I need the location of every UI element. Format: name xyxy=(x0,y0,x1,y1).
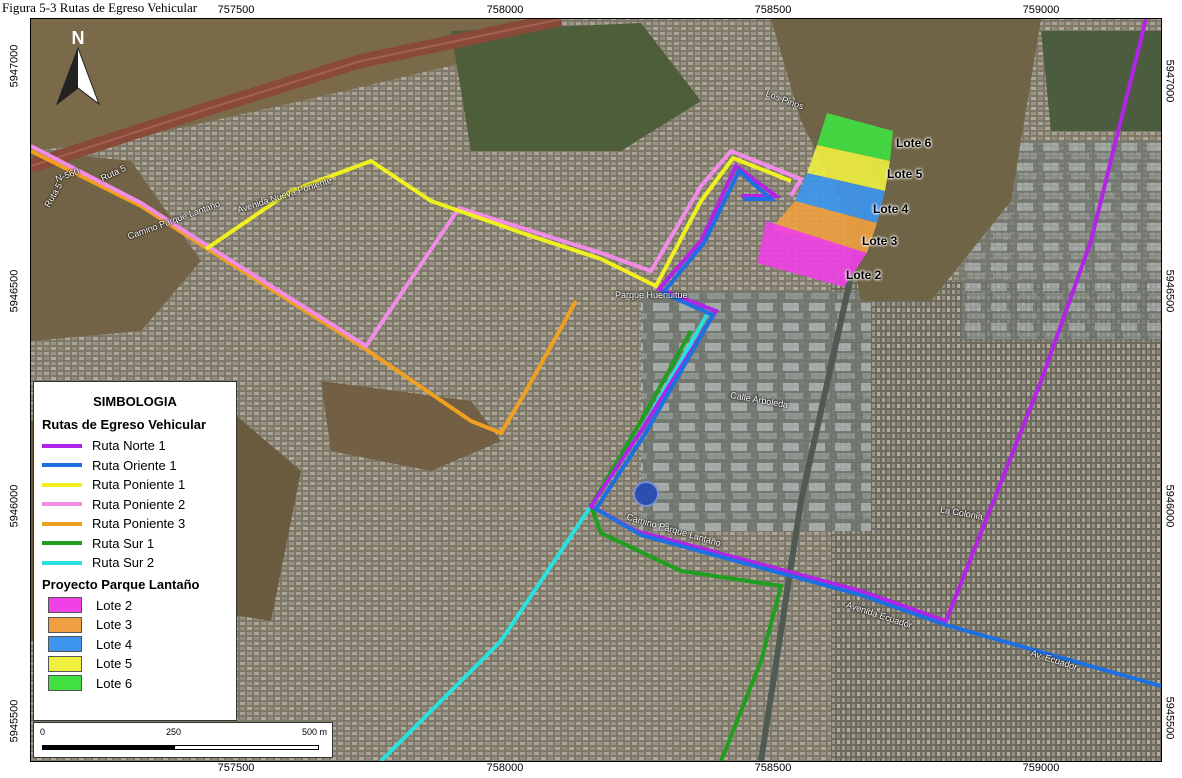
scale-segment xyxy=(174,745,319,750)
coord-x-bottom: 757500 xyxy=(217,762,255,774)
scale-bar: 0 250 500 m xyxy=(33,722,333,758)
north-arrow-icon: N xyxy=(55,28,101,106)
coord-y-left: 5946500 xyxy=(8,269,21,313)
coord-y-left: 5947000 xyxy=(8,44,21,88)
coord-x-bottom: 758500 xyxy=(754,762,792,774)
legend-project-heading: Proyecto Parque Lantaño xyxy=(42,576,200,592)
coord-y-right: 5945500 xyxy=(1163,696,1176,740)
route-swatch xyxy=(42,541,82,546)
legend-lot-label: Lote 4 xyxy=(96,636,133,652)
lot-5-area xyxy=(807,145,890,191)
legend-route-label: Ruta Norte 1 xyxy=(92,438,166,454)
map-lot-label: Lote 6 xyxy=(896,136,932,150)
industrial-zone xyxy=(641,291,871,531)
field-area xyxy=(771,19,1041,301)
coord-y-left: 5946000 xyxy=(8,484,21,528)
map-lot-label: Lote 4 xyxy=(873,202,909,216)
legend-route-label: Ruta Oriente 1 xyxy=(92,457,177,473)
legend-route-item: Ruta Norte 1 xyxy=(42,436,228,456)
route-poniente-1 xyxy=(204,155,792,289)
coord-y-right: 5946000 xyxy=(1163,484,1176,528)
legend-title: SIMBOLOGIA xyxy=(93,394,177,409)
lot-4-area xyxy=(795,173,885,223)
legend-lot-item: Lote 3 xyxy=(42,615,228,635)
legend-lot-label: Lote 3 xyxy=(96,617,133,633)
legend-lot-item: Lote 2 xyxy=(42,596,228,616)
legend-route-label: Ruta Poniente 1 xyxy=(92,477,186,493)
route-swatch xyxy=(42,502,82,507)
coord-y-left: 5945500 xyxy=(8,699,21,743)
route-swatch xyxy=(42,463,82,468)
terrain-east xyxy=(831,281,1161,761)
legend-routes-heading: Rutas de Egreso Vehicular xyxy=(42,417,207,432)
map-lot-label: Lote 5 xyxy=(887,167,923,181)
map-lot-label: Lote 2 xyxy=(846,268,882,282)
legend-route-item: Ruta Sur 2 xyxy=(42,553,228,573)
coord-y-right: 5947000 xyxy=(1163,59,1176,103)
legend-lot-item: Lote 5 xyxy=(42,654,228,674)
lot-6-area xyxy=(817,113,893,161)
field-area xyxy=(1041,31,1161,131)
coord-x-top: 758500 xyxy=(754,4,792,16)
route-swatch xyxy=(42,482,82,487)
stadium-dome xyxy=(633,481,659,507)
lot-swatch xyxy=(48,655,82,672)
route-sur-1 xyxy=(588,330,784,761)
scale-segment xyxy=(42,745,174,750)
legend-route-label: Ruta Poniente 2 xyxy=(92,496,186,512)
field-area xyxy=(31,151,201,341)
coord-x-bottom: 758000 xyxy=(486,762,524,774)
legend-route-label: Ruta Sur 1 xyxy=(92,535,155,551)
north-label: N xyxy=(72,28,85,48)
legend-lot-label: Lote 2 xyxy=(96,597,133,613)
route-poniente-3 xyxy=(31,149,578,436)
legend-route-item: Ruta Poniente 3 xyxy=(42,514,228,534)
route-norte-1 xyxy=(588,19,1148,624)
legend-route-item: Ruta Poniente 2 xyxy=(42,495,228,515)
route-oriente-1 xyxy=(593,167,1161,688)
highway xyxy=(31,19,562,167)
coord-x-top: 758000 xyxy=(486,4,524,16)
lot-swatch xyxy=(48,636,82,653)
legend-route-item: Ruta Oriente 1 xyxy=(42,456,228,476)
legend-route-label: Ruta Poniente 3 xyxy=(92,516,186,532)
legend-lot-label: Lote 5 xyxy=(96,656,133,672)
field-area xyxy=(451,23,701,151)
legend: SIMBOLOGIA Rutas de Egreso Vehicular Rut… xyxy=(33,381,237,721)
scale-label: 0 xyxy=(40,727,46,737)
coord-x-top: 757500 xyxy=(217,4,255,16)
legend-route-label: Ruta Sur 2 xyxy=(92,555,155,571)
legend-lot-item: Lote 4 xyxy=(42,635,228,655)
field-area xyxy=(321,381,501,471)
coord-y-right: 5946500 xyxy=(1163,269,1176,313)
figure-caption: Figura 5-3 Rutas de Egreso Vehicular xyxy=(2,0,198,15)
legend-lot-label: Lote 6 xyxy=(96,675,133,691)
coord-x-bottom: 759000 xyxy=(1022,762,1060,774)
map-lot-label: Lote 3 xyxy=(862,234,898,248)
route-swatch xyxy=(42,443,82,448)
legend-route-item: Ruta Sur 1 xyxy=(42,534,228,554)
route-swatch xyxy=(42,521,82,526)
scale-label: 250 xyxy=(166,727,182,737)
lot-3-area xyxy=(771,201,877,253)
lot-swatch xyxy=(48,675,82,692)
legend-route-item: Ruta Poniente 1 xyxy=(42,475,228,495)
lot-2-area xyxy=(757,221,867,287)
route-swatch xyxy=(42,560,82,565)
coord-x-top: 759000 xyxy=(1022,4,1060,16)
lot-swatch xyxy=(48,597,82,614)
place-label: Parque Huenuitue xyxy=(615,290,688,300)
lot-swatch xyxy=(48,616,82,633)
route-poniente-2 xyxy=(31,144,804,349)
legend-lot-item: Lote 6 xyxy=(42,674,228,694)
scale-label: 500 m xyxy=(302,727,328,737)
